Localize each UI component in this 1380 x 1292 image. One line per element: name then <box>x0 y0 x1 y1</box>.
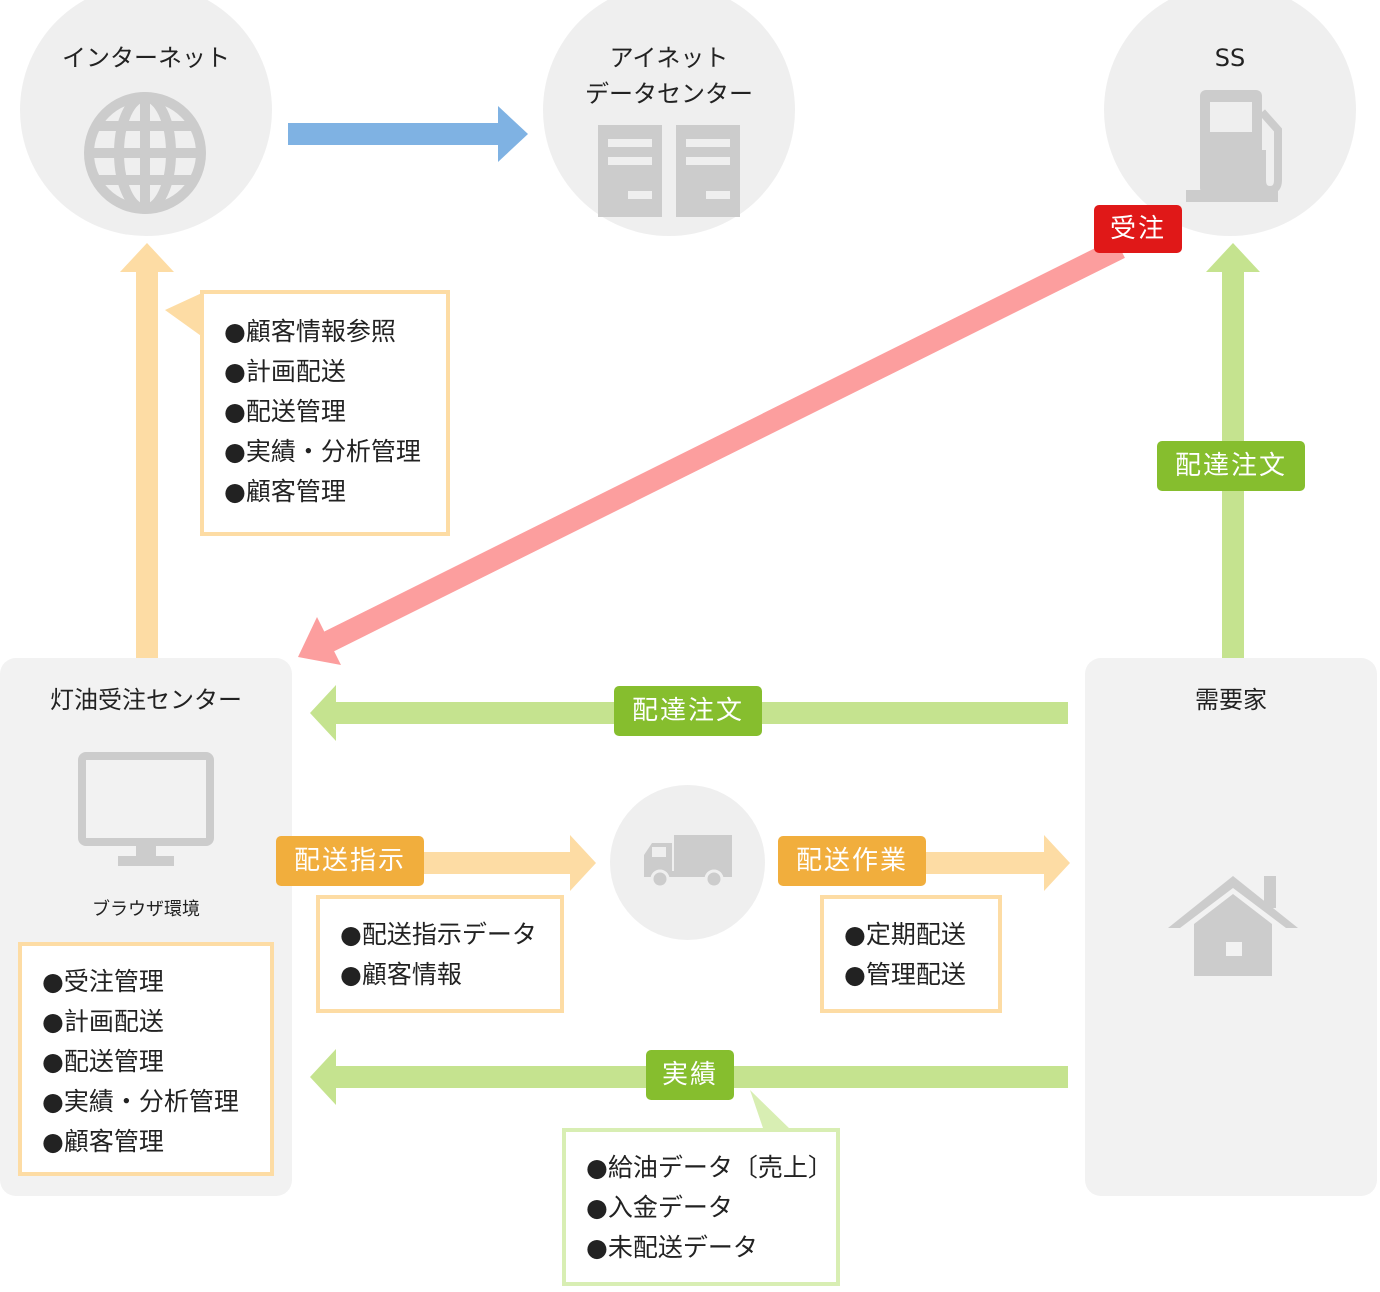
list-item: 計画配送 <box>224 352 446 392</box>
delivery-order-ss-label: 配達注文 <box>1157 441 1305 491</box>
ss-label: SS <box>1214 44 1246 72</box>
internet-label: インターネット <box>62 44 230 72</box>
delivery-work-label: 配送作業 <box>778 836 926 886</box>
list-item: 顧客情報参照 <box>224 312 446 352</box>
center-to-internet-arrow <box>120 243 174 658</box>
list-item: 定期配送 <box>844 915 998 955</box>
delivery-instruction-label: 配送指示 <box>276 836 424 886</box>
center-to-truck-arrow <box>408 835 596 891</box>
internet-functions-note: 顧客情報参照 計画配送 配送管理 実績・分析管理 顧客管理 <box>200 290 450 536</box>
list-item: 配送管理 <box>42 1042 270 1082</box>
list-item: 配送管理 <box>224 392 446 432</box>
instruction-data-note: 配送指示データ 顧客情報 <box>316 895 564 1013</box>
list-item: 顧客管理 <box>42 1122 270 1162</box>
list-item: 給油データ〔売上〕 <box>586 1148 836 1188</box>
order-received-label: 受注 <box>1094 205 1182 253</box>
result-data-note: 給油データ〔売上〕 入金データ 未配送データ <box>562 1128 840 1286</box>
center-sublabel: ブラウザ環境 <box>92 899 200 920</box>
fuel-pump-icon <box>1186 90 1282 202</box>
internet-to-datacenter-arrow <box>288 106 528 162</box>
results-label: 実績 <box>646 1050 734 1100</box>
list-item: 実績・分析管理 <box>224 432 446 472</box>
list-item: 顧客管理 <box>224 472 446 512</box>
list-item: 管理配送 <box>844 955 998 995</box>
list-item: 実績・分析管理 <box>42 1082 270 1122</box>
results-note-pointer <box>750 1090 792 1131</box>
list-item: 受注管理 <box>42 962 270 1002</box>
customer-label: 需要家 <box>1195 686 1267 714</box>
server-icon <box>598 125 740 217</box>
monitor-icon <box>78 752 214 866</box>
truck-to-customer-arrow <box>910 835 1070 891</box>
delivery-order-center-label: 配達注文 <box>614 686 762 736</box>
list-item: 入金データ <box>586 1188 836 1228</box>
datacenter-node <box>543 0 795 236</box>
list-item: 計画配送 <box>42 1002 270 1042</box>
center-label: 灯油受注センター <box>50 686 242 714</box>
list-item: 配送指示データ <box>340 915 560 955</box>
delivery-types-note: 定期配送 管理配送 <box>820 895 1002 1013</box>
order-arrow <box>298 238 1125 665</box>
datacenter-label-line1: アイネット <box>609 44 729 72</box>
datacenter-label-line2: データセンター <box>585 80 753 108</box>
center-functions-note: 受注管理 計画配送 配送管理 実績・分析管理 顧客管理 <box>18 942 274 1176</box>
globe-icon <box>84 92 206 214</box>
list-item: 顧客情報 <box>340 955 560 995</box>
truck-icon <box>644 835 732 889</box>
list-item: 未配送データ <box>586 1228 836 1268</box>
internet-note-pointer <box>165 292 204 338</box>
house-icon <box>1168 876 1298 976</box>
